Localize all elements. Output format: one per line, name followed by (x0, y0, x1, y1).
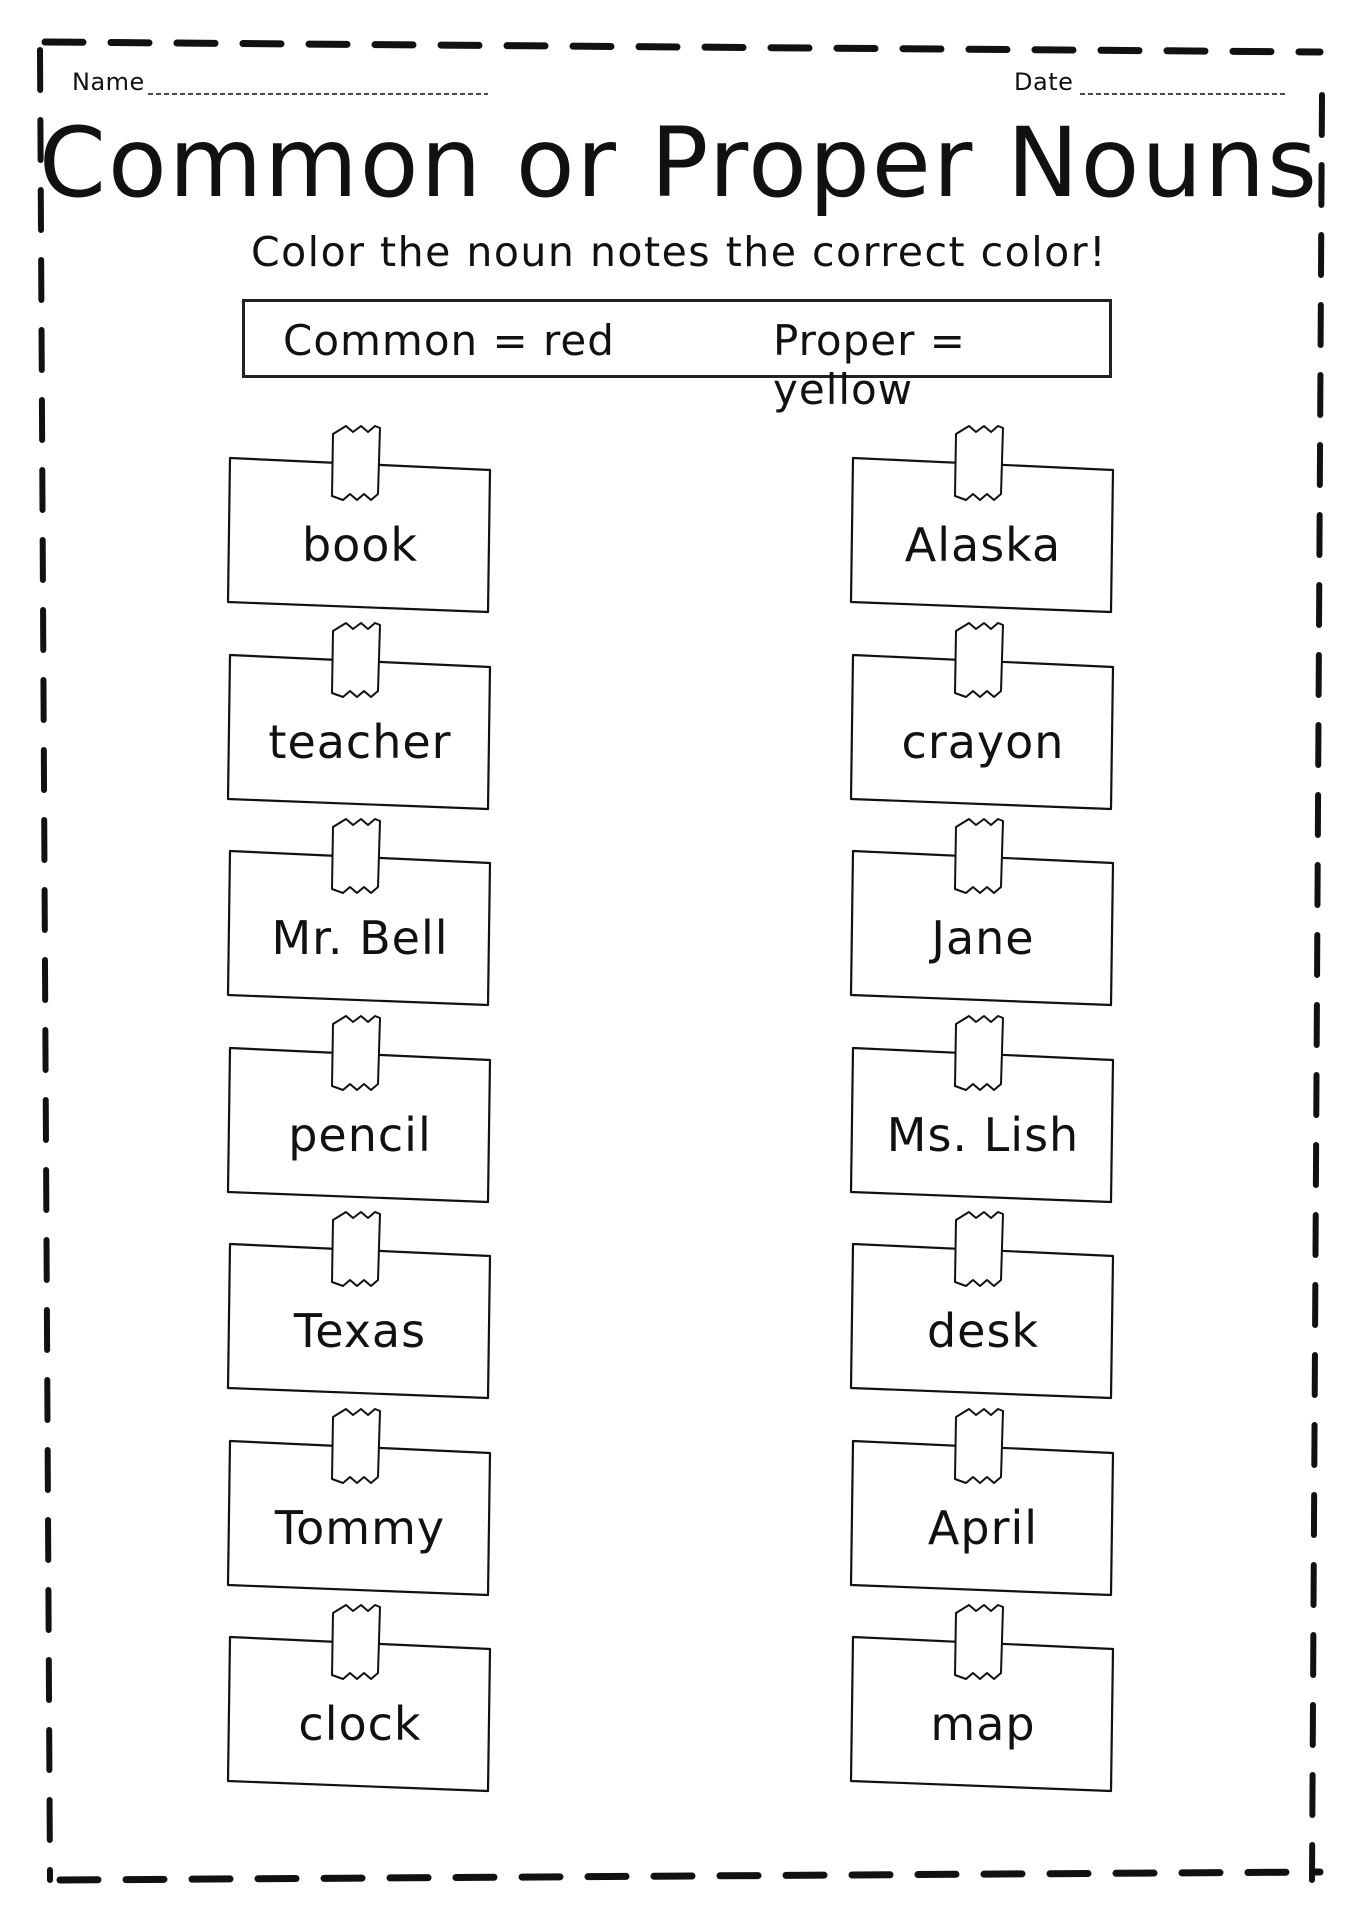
noun-note-card[interactable]: April (849, 1407, 1115, 1597)
instructions: Color the noun notes the correct color! (250, 228, 1108, 276)
note-paper-outline (849, 1604, 1115, 1793)
noun-word: clock (298, 1697, 422, 1751)
tape-strip-icon (954, 818, 1004, 894)
noun-note-card[interactable]: book (226, 425, 492, 614)
tape-strip-icon (331, 425, 381, 501)
noun-word: map (930, 1697, 1036, 1751)
noun-note-card[interactable]: Ms. Lish (849, 1014, 1115, 1204)
tape-strip-icon (331, 1211, 381, 1287)
noun-note-card[interactable]: pencil (226, 1014, 492, 1204)
tape-strip-icon (954, 1211, 1004, 1287)
tape-strip-icon (331, 1407, 381, 1484)
note-paper-outline (226, 1211, 492, 1400)
tape-strip-icon (954, 1604, 1004, 1680)
note-paper-outline (226, 818, 492, 1007)
date-label: Date (1014, 68, 1074, 96)
note-paper-outline (849, 1407, 1115, 1596)
note-paper-outline (849, 425, 1115, 614)
noun-word: Tommy (274, 1500, 446, 1555)
note-paper-outline (226, 425, 492, 614)
page-title: Common or Proper Nouns (38, 107, 1320, 219)
noun-note-card[interactable]: map (849, 1604, 1115, 1793)
note-paper-outline (849, 621, 1115, 810)
noun-word: Ms. Lish (886, 1107, 1080, 1162)
noun-word: April (927, 1500, 1039, 1555)
noun-word: Alaska (904, 518, 1062, 572)
tape-strip-icon (954, 1014, 1004, 1091)
noun-note-card[interactable]: Texas (226, 1211, 492, 1400)
color-key-box: Common = red Proper = yellow (242, 299, 1112, 414)
tape-strip-icon (331, 1604, 381, 1680)
tape-strip-icon (331, 818, 381, 894)
note-paper-outline (226, 1014, 492, 1203)
noun-note-card[interactable]: Jane (849, 818, 1115, 1007)
noun-word: book (301, 518, 419, 572)
key-common: Common = red (283, 316, 615, 365)
tape-strip-icon (331, 1014, 381, 1091)
noun-note-card[interactable]: teacher (226, 621, 492, 811)
noun-word: Texas (293, 1304, 427, 1358)
noun-word: Mr. Bell (271, 911, 449, 965)
noun-note-card[interactable]: Alaska (849, 425, 1115, 614)
tape-strip-icon (331, 621, 381, 698)
note-paper-outline (226, 1604, 492, 1793)
note-paper-outline (849, 818, 1115, 1007)
noun-note-card[interactable]: clock (226, 1604, 492, 1793)
noun-word: crayon (901, 714, 1065, 769)
note-paper-outline (226, 1407, 492, 1596)
tape-strip-icon (954, 621, 1004, 698)
name-label: Name (72, 68, 145, 96)
noun-word: pencil (288, 1107, 432, 1162)
noun-note-card[interactable]: Mr. Bell (226, 818, 492, 1007)
note-paper-outline (226, 621, 492, 810)
noun-word: teacher (268, 714, 452, 769)
tape-strip-icon (954, 1407, 1004, 1484)
note-paper-outline (849, 1014, 1115, 1203)
tape-strip-icon (954, 425, 1004, 501)
noun-note-card[interactable]: desk (849, 1211, 1115, 1400)
key-proper: Proper = yellow (773, 316, 966, 414)
noun-word: Jane (931, 911, 1035, 965)
note-paper-outline (849, 1211, 1115, 1400)
noun-word: desk (926, 1304, 1040, 1358)
noun-note-card[interactable]: Tommy (226, 1407, 492, 1597)
noun-note-card[interactable]: crayon (849, 621, 1115, 811)
